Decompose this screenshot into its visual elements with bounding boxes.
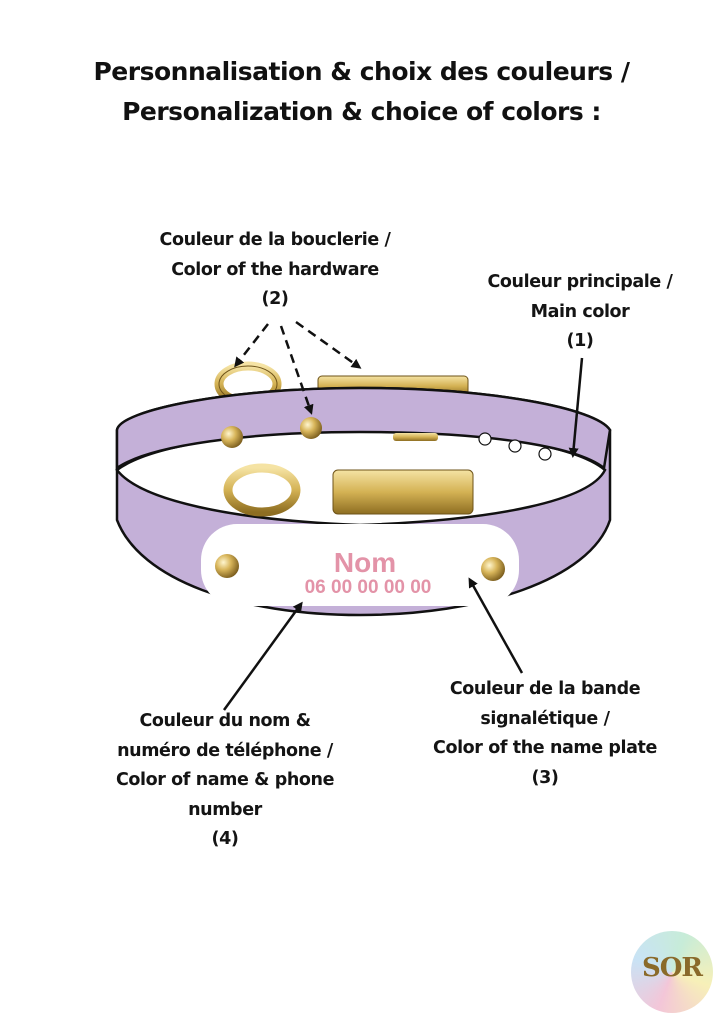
collar-hole [508,439,522,453]
logo-text: SOR [641,953,703,983]
plate-name-text: Nom [334,547,396,578]
rivet [215,554,239,578]
rivet [221,426,243,448]
name-plate [201,524,519,606]
collar-top-strip [115,386,612,471]
arrow-hardware-ring [234,323,269,368]
page-title: Personnalisation & choix des couleurs / … [0,52,723,132]
arrow-hardware-rivet [279,325,314,415]
collar-hole [478,432,492,446]
title-line-2: Personalization & choice of colors : [122,97,601,126]
rivet [481,557,505,581]
arrow-name-plate [468,577,524,674]
buckle-lower [332,469,474,515]
buckle-prong [393,433,438,441]
arrow-main-color [568,357,584,458]
rivet [300,417,322,439]
label-name-plate: Couleur de la bande signalétique / Color… [433,679,657,788]
title-line-1: Personnalisation & choix des couleurs / [93,57,630,86]
label-hardware: Couleur de la bouclerie / Color of the h… [159,230,391,309]
plate-phone-text: 06 00 00 00 00 [305,577,432,598]
label-main-color: Couleur principale / Main color (1) [487,272,673,351]
arrow-hardware-buckle [295,320,362,369]
collar-hole [538,447,552,461]
d-ring-lower [223,463,301,517]
arrow-name-phone [222,601,303,711]
brand-logo: SOR [631,931,713,1013]
label-name-phone: Couleur du nom & numéro de téléphone / C… [115,711,335,849]
